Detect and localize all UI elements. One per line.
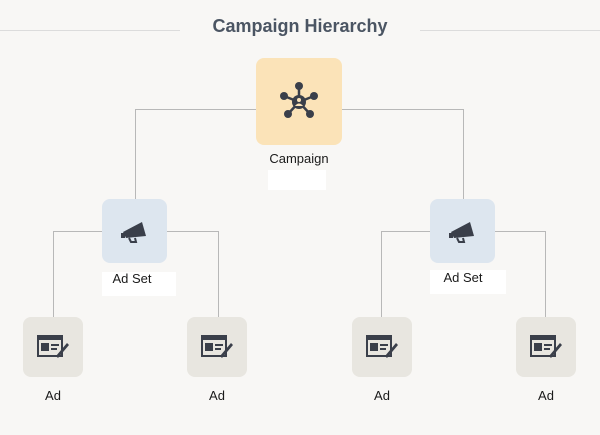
megaphone-icon <box>448 222 474 243</box>
ad-label: Ad <box>45 388 61 403</box>
label-backdrop <box>430 270 506 294</box>
title-rule-left <box>0 30 180 31</box>
connector <box>53 231 102 232</box>
ad-editor-icon <box>201 335 233 358</box>
ad-node[interactable] <box>352 317 412 377</box>
connector <box>135 109 256 110</box>
connector <box>218 231 219 317</box>
connector <box>167 231 218 232</box>
diagram-title: Campaign Hierarchy <box>212 16 388 36</box>
ad-node[interactable] <box>516 317 576 377</box>
ad-editor-icon <box>366 335 398 358</box>
connector <box>494 231 545 232</box>
ad-label: Ad <box>538 388 554 403</box>
ad-editor-icon <box>37 335 69 358</box>
ad-set-node[interactable] <box>430 199 495 263</box>
connector <box>545 231 546 317</box>
ad-node[interactable] <box>23 317 83 377</box>
title-rule-right <box>420 30 600 31</box>
ad-label: Ad <box>209 388 225 403</box>
ad-set-node[interactable] <box>102 199 167 263</box>
ad-label: Ad <box>374 388 390 403</box>
connector <box>381 231 430 232</box>
network-icon <box>280 81 318 118</box>
campaign-label: Campaign <box>269 151 329 166</box>
ad-set-label: Ad Set <box>112 271 152 286</box>
ad-node[interactable] <box>187 317 247 377</box>
campaign-node[interactable] <box>256 58 342 145</box>
connector <box>463 109 464 199</box>
label-backdrop <box>102 272 176 296</box>
connector <box>381 231 382 317</box>
ad-editor-icon <box>530 335 562 358</box>
megaphone-icon <box>120 222 146 243</box>
connector <box>53 231 54 317</box>
ad-set-label: Ad Set <box>443 270 483 285</box>
connector <box>342 109 463 110</box>
connector <box>135 109 136 199</box>
label-backdrop <box>268 170 326 190</box>
